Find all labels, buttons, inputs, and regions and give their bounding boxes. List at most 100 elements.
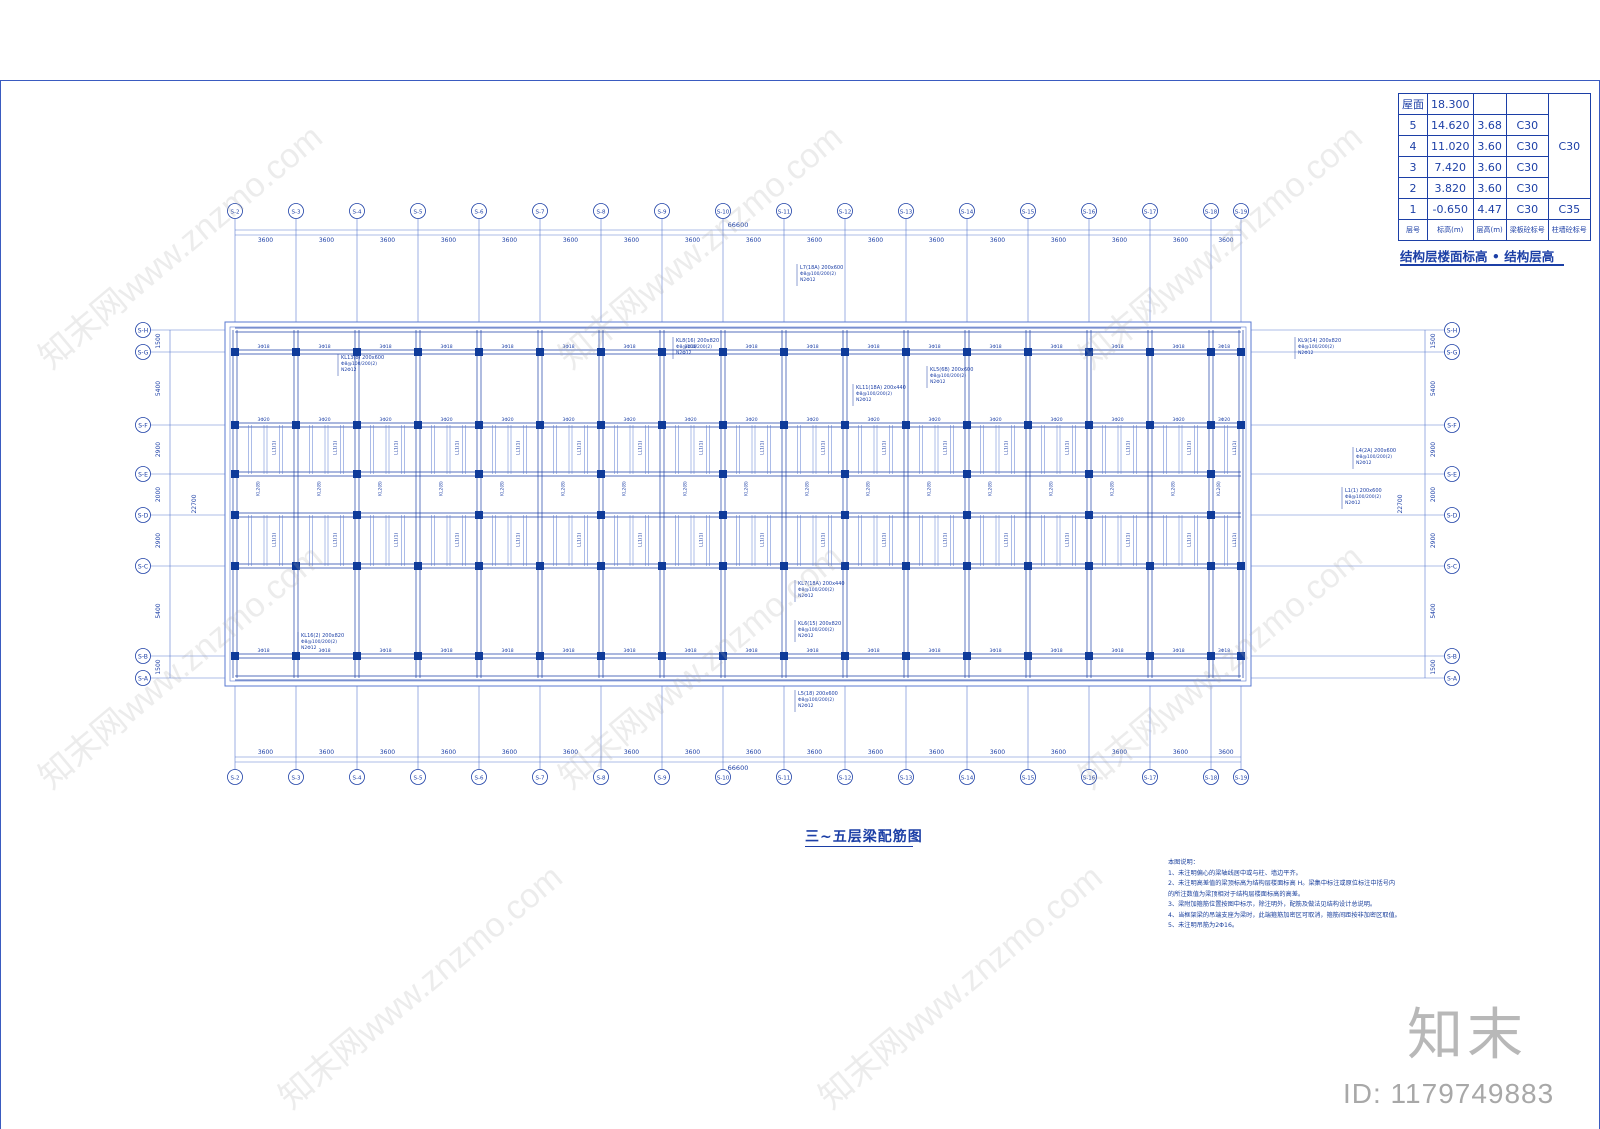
note-line: 的所注数值为梁顶相对于结构层楼面标高的高差。 [1168, 890, 1305, 898]
beam-id-tag: KL2(8) [317, 481, 323, 496]
rebar-tag: 3Φ18 [807, 344, 819, 350]
beam-callout-detail: N2Φ12 [800, 277, 816, 283]
rebar-tag: 3Φ18 [685, 648, 697, 654]
beam-callout-detail: Φ8@100/200(2) [856, 391, 892, 397]
column [231, 348, 239, 356]
floor-cell: 2 [1398, 177, 1428, 199]
beam-id-tag: LL1(1) [333, 533, 339, 547]
dimension-text: 3600 [807, 749, 822, 756]
rebar-tag: 3Φ20 [258, 417, 270, 423]
column [414, 652, 422, 660]
dimension-text: 2900 [1430, 442, 1437, 457]
axis-label-right: S-B [1447, 654, 1457, 661]
column [963, 421, 971, 429]
beam-callout: KL13(8) 200x600 [341, 355, 384, 361]
dimension-text: 3600 [868, 749, 883, 756]
axis-label-top: S-7 [536, 210, 545, 216]
beam-id-tag: LL1(1) [943, 533, 949, 547]
dimension-text: 3600 [746, 749, 761, 756]
column [1207, 348, 1215, 356]
axis-bubble-top [410, 203, 426, 219]
column-grade-cell: C30 [1547, 93, 1591, 199]
column [963, 562, 971, 570]
beam-callout: L5(18) 200x600 [798, 691, 838, 697]
beam-callout-detail: Φ8@100/200(2) [301, 639, 337, 645]
column [414, 562, 422, 570]
axis-bubble-bottom [898, 769, 914, 785]
column [1085, 421, 1093, 429]
rebar-tag: 3Φ20 [929, 417, 941, 423]
elevation-footer: 层号标高(m)层高(m)梁板砼标号柱墙砼标号 [1398, 219, 1591, 241]
footer-cell: 层号 [1398, 219, 1428, 241]
axis-bubble-left [135, 344, 151, 360]
axis-bubble-right [1444, 417, 1460, 433]
beam-id-tag: KL2(8) [866, 481, 872, 496]
axis-label-top: S-19 [1235, 210, 1248, 216]
total-dimension-text: 66600 [728, 764, 749, 772]
axis-bubble-top [349, 203, 365, 219]
rebar-tag: 3Φ18 [1218, 344, 1230, 350]
beam-callout-detail: Φ8@100/200(2) [1345, 494, 1381, 500]
beam-id-tag: LL1(1) [1187, 533, 1193, 547]
note-line: 2、未注明高差值的梁顶标高为结构层楼面标高 H。梁集中标注或原位标注中括号内 [1168, 880, 1396, 887]
column [536, 652, 544, 660]
column [597, 470, 605, 478]
dimension-text: 3600 [624, 237, 639, 244]
column [475, 348, 483, 356]
beam-id-tag: LL1(1) [1065, 533, 1071, 547]
column [1024, 348, 1032, 356]
axis-label-bottom: S-18 [1205, 776, 1218, 782]
column [1237, 652, 1245, 660]
rebar-tag: 3Φ18 [380, 648, 392, 654]
rebar-tag: 3Φ20 [807, 417, 819, 423]
column [658, 421, 666, 429]
column [597, 562, 605, 570]
beam-id-tag: LL1(1) [1126, 533, 1132, 547]
rebar-tag: 3Φ18 [319, 344, 331, 350]
axis-label-bottom: S-10 [717, 776, 730, 782]
axis-label-bottom: S-11 [778, 776, 790, 782]
beam-id-tag: LL1(1) [516, 441, 522, 455]
rebar-tag: 3Φ20 [868, 417, 880, 423]
beam-id-tag: LL1(1) [577, 441, 583, 455]
axis-bubble-top [1081, 203, 1097, 219]
dimension-text: 3600 [1173, 749, 1188, 756]
column [658, 562, 666, 570]
dimension-text: 3600 [258, 237, 273, 244]
axis-bubble-bottom [288, 769, 304, 785]
beam-id-tag: LL1(1) [455, 533, 461, 547]
dimension-text: 3600 [807, 237, 822, 244]
column [597, 348, 605, 356]
axis-bubble-top [1203, 203, 1219, 219]
column [658, 652, 666, 660]
axis-bubble-bottom [776, 769, 792, 785]
axis-label-top: S-10 [717, 210, 730, 216]
column [536, 562, 544, 570]
rebar-tag: 3Φ18 [929, 648, 941, 654]
column [475, 470, 483, 478]
beam-id-tag: KL2(8) [561, 481, 567, 496]
axis-bubble-right [1444, 344, 1460, 360]
beam-id-tag: KL2(8) [927, 481, 933, 496]
height-cell [1472, 93, 1507, 115]
height-cell: 3.60 [1472, 156, 1507, 178]
rebar-tag: 3Φ18 [1173, 648, 1185, 654]
floor-cell: 屋面 [1398, 93, 1428, 115]
axis-bubble-bottom [1020, 769, 1036, 785]
elevation-cell: 18.300 [1427, 93, 1474, 115]
axis-label-bottom: S-17 [1144, 776, 1157, 782]
brand-logo: 知末 [1407, 1003, 1527, 1068]
axis-label-right: S-C [1447, 564, 1457, 571]
beam-callout: L4(2A) 200x600 [1356, 448, 1396, 454]
elevation-cell: -0.650 [1427, 198, 1474, 220]
dimension-text: 3600 [319, 749, 334, 756]
beam-callout-detail: Φ8@100/200(2) [676, 344, 712, 350]
dimension-text: 3600 [990, 237, 1005, 244]
rebar-tag: 3Φ18 [441, 344, 453, 350]
beam-callout-detail: N2Φ12 [1356, 460, 1372, 466]
axis-label-bottom: S-13 [900, 776, 913, 782]
dimension-text: 3600 [1112, 749, 1127, 756]
rebar-tag: 3Φ18 [319, 648, 331, 654]
